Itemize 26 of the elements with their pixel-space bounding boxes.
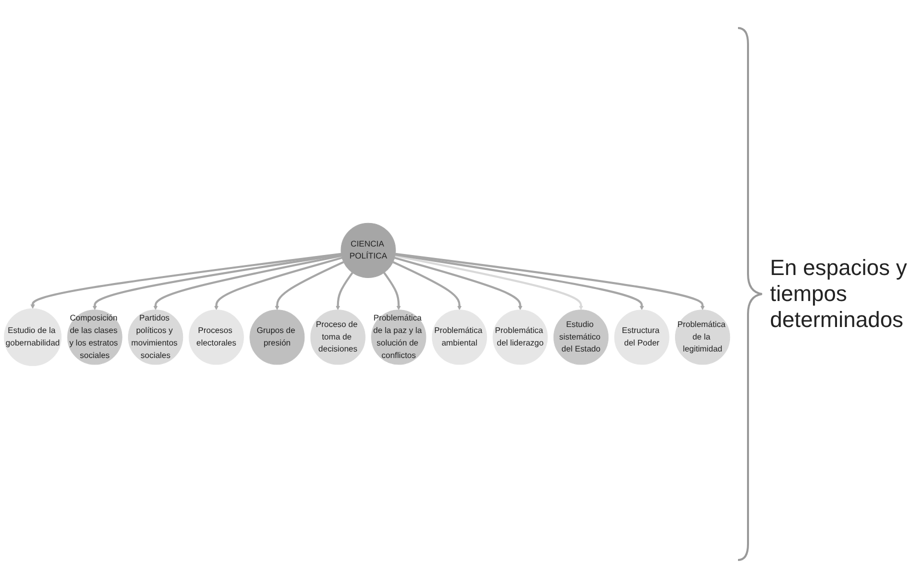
node-circle: Problemática de la paz y la solución de conflictos [371, 309, 426, 364]
node-circle: Estudio sistemático del Estado [553, 309, 609, 364]
arrow [395, 252, 705, 310]
node-circle: Procesos electorales [188, 309, 244, 364]
arrow [383, 272, 401, 310]
node-circle: Estudio de la gobernabilidad [4, 308, 62, 366]
arrow [394, 256, 522, 310]
node-circle: Problemática del liderazgo [492, 309, 548, 364]
arrow [336, 272, 354, 310]
arrow [30, 252, 342, 308]
arrow [153, 254, 342, 310]
node-circle: Estructura del Poder [614, 309, 670, 364]
node-circle: Proceso de toma de decisiones [310, 309, 366, 364]
arrow [394, 254, 584, 310]
node-circle: Problemática de la legitimidad [675, 309, 730, 364]
arrow [392, 260, 462, 310]
node-circle: Grupos de presión [250, 309, 305, 364]
node-circle: Problemática ambiental [432, 309, 487, 364]
node-circle: Partidos políticos y movimientos sociales [128, 309, 184, 364]
node-circle: CIENCIA POLÍTICA [340, 222, 396, 278]
arrow [395, 253, 644, 310]
arrow [92, 253, 342, 310]
annotation-text: En espacios y tiempos determinados [770, 255, 908, 333]
arrow [274, 260, 344, 310]
node-circle: Composición de las clases y los estratos sociales [67, 309, 122, 364]
arrow [214, 256, 342, 310]
